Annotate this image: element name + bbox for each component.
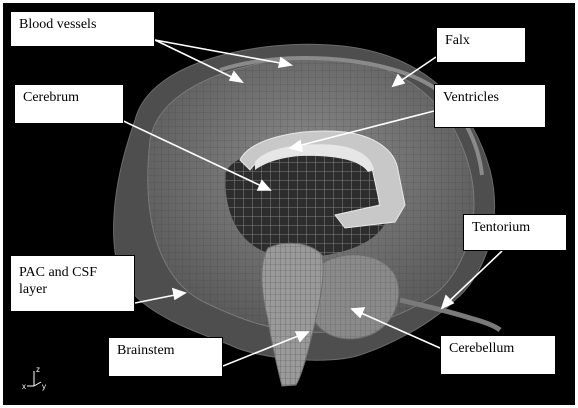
label-ventricles: Ventricles [434, 84, 546, 128]
axis-x-label: x [22, 382, 26, 391]
brainstem-mesh [262, 243, 323, 386]
label-cerebellum: Cerebellum [440, 335, 556, 375]
label-blood-vessels: Blood vessels [10, 11, 155, 47]
axis-y-line [34, 382, 41, 386]
axis-y-label: y [42, 382, 46, 391]
axis-triad: z x y [22, 365, 46, 391]
label-tentorium: Tentorium [463, 214, 567, 251]
label-brainstem: Brainstem [108, 337, 223, 377]
axis-z-label: z [36, 365, 40, 374]
label-cerebrum: Cerebrum [14, 84, 124, 124]
label-pac-csf: PAC and CSF layer [10, 255, 135, 312]
label-falx: Falx [436, 27, 526, 63]
